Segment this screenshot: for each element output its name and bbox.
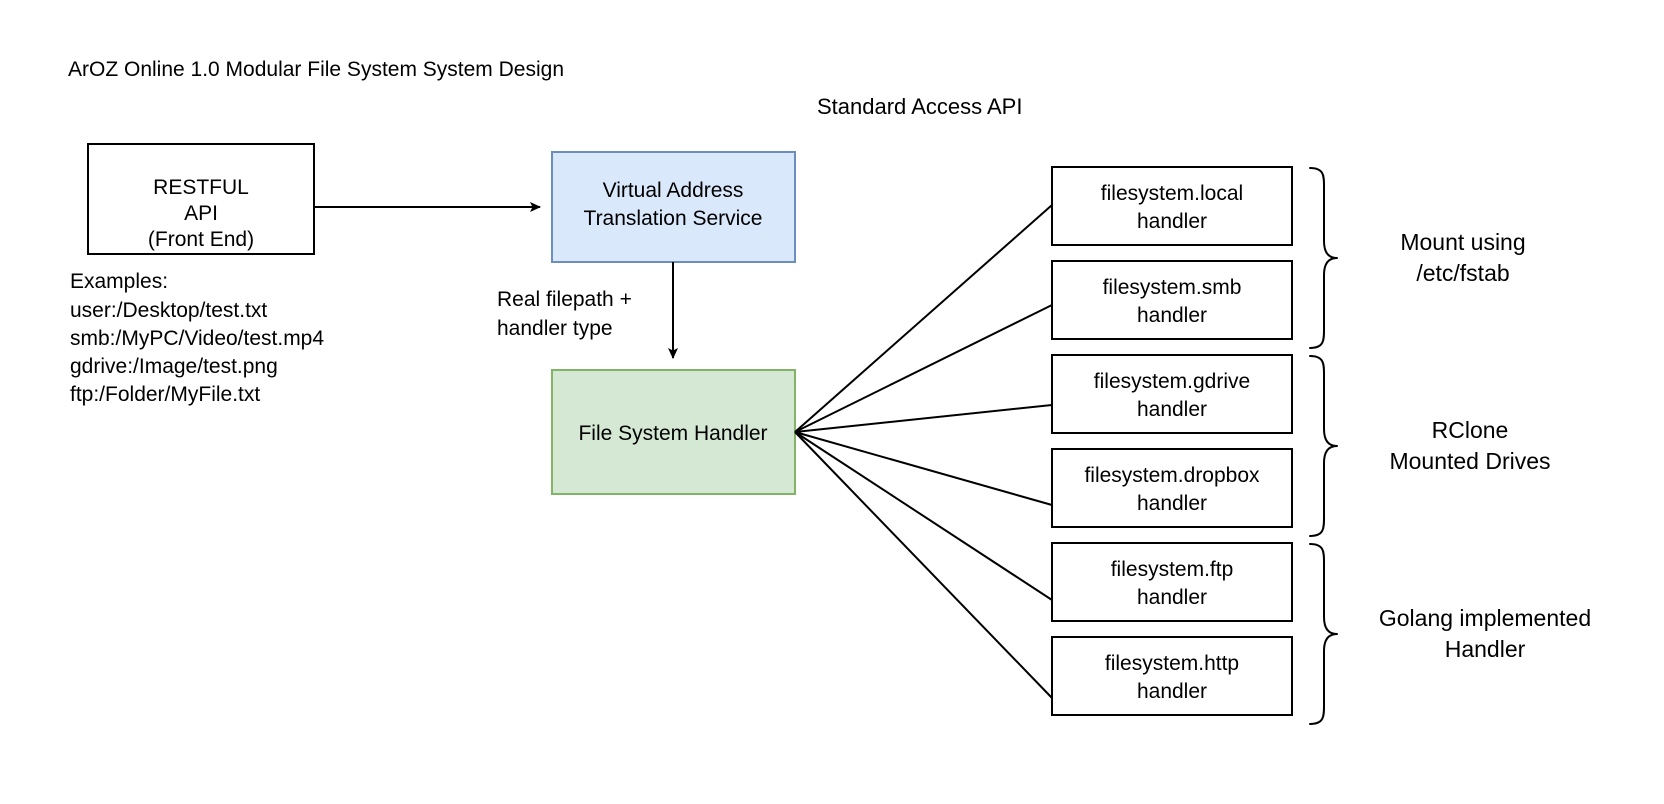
node-restful-api[interactable]: RESTFUL API (Front End) [87,143,315,255]
example-item-0: user:/Desktop/test.txt [70,299,267,322]
edge-label-line1: Real filepath + [497,288,632,311]
edges-fs-handler-fanout [794,204,1053,699]
node-restful-api-line1: RESTFUL [153,176,249,199]
handler-box-4-name: filesystem.ftp [1111,558,1234,581]
example-item-3: ftp:/Folder/MyFile.txt [70,383,260,406]
examples-list: Examples: user:/Desktop/test.txt smb:/My… [70,270,324,406]
edge-label-real-filepath: Real filepath + handler type [497,288,632,340]
node-restful-api-line2: API [184,202,218,225]
page-title: ArOZ Online 1.0 Modular File System Syst… [68,58,564,81]
handler-box-0-rect [1051,166,1293,246]
edge-fs-to-local [794,204,1053,433]
handler-box-0-name: filesystem.local [1101,182,1243,205]
group-label-1-line2: Mounted Drives [1389,448,1550,474]
example-item-1: smb:/MyPC/Video/test.mp4 [70,327,324,350]
handler-box-3[interactable]: filesystem.dropbox handler [1051,448,1293,528]
group-brace-2: Golang implemented Handler [1309,543,1591,725]
brace-icon-0 [1309,167,1338,349]
handler-box-5[interactable]: filesystem.http handler [1051,636,1293,716]
handler-box-1-name: filesystem.smb [1103,276,1242,299]
handler-box-3-rect [1051,448,1293,528]
node-vats-line1: Virtual Address [603,179,744,202]
group-brace-0: Mount using /etc/fstab [1309,167,1526,349]
edge-label-line2: handler type [497,317,613,340]
handler-box-2[interactable]: filesystem.gdrive handler [1051,354,1293,434]
node-fs-handler-label: File System Handler [578,422,767,445]
edge-fs-to-smb [794,304,1053,433]
group-label-2-line2: Handler [1445,636,1526,662]
handler-box-3-sub: handler [1137,492,1207,515]
examples-heading: Examples: [70,270,168,293]
edge-fs-to-http [794,431,1053,699]
node-vats-line2: Translation Service [584,207,763,230]
handler-box-2-rect [1051,354,1293,434]
group-label-2-line1: Golang implemented [1379,605,1591,631]
handler-box-1-sub: handler [1137,304,1207,327]
handler-box-5-name: filesystem.http [1105,652,1239,675]
node-restful-api-line3: (Front End) [148,228,254,251]
handler-box-1-rect [1051,260,1293,340]
handler-box-3-name: filesystem.dropbox [1084,464,1260,487]
group-label-0-line1: Mount using [1400,229,1525,255]
handler-box-2-name: filesystem.gdrive [1094,370,1250,393]
node-virtual-address-translation-service[interactable]: Virtual Address Translation Service [551,151,796,263]
brace-icon-2 [1309,543,1338,725]
node-fs-handler-box [551,369,796,495]
node-restful-api-box [87,143,315,255]
handler-box-0[interactable]: filesystem.local handler [1051,166,1293,246]
node-vats-box [551,151,796,263]
edge-fs-to-dropbox [794,431,1053,506]
handler-box-0-sub: handler [1137,210,1207,233]
handler-box-4-sub: handler [1137,586,1207,609]
edge-fs-to-ftp [794,431,1053,601]
handler-box-4[interactable]: filesystem.ftp handler [1051,542,1293,622]
section-label-standard-access-api: Standard Access API [817,94,1022,119]
handler-box-5-sub: handler [1137,680,1207,703]
handler-box-1[interactable]: filesystem.smb handler [1051,260,1293,340]
group-label-1-line1: RClone [1432,417,1509,443]
example-item-2: gdrive:/Image/test.png [70,355,278,378]
edge-fs-to-gdrive [794,404,1053,433]
group-label-0-line2: /etc/fstab [1416,260,1509,286]
handler-box-2-sub: handler [1137,398,1207,421]
handler-box-5-rect [1051,636,1293,716]
handler-box-4-rect [1051,542,1293,622]
brace-icon-1 [1309,355,1338,537]
group-brace-1: RClone Mounted Drives [1309,355,1551,537]
node-file-system-handler[interactable]: File System Handler [551,369,796,495]
